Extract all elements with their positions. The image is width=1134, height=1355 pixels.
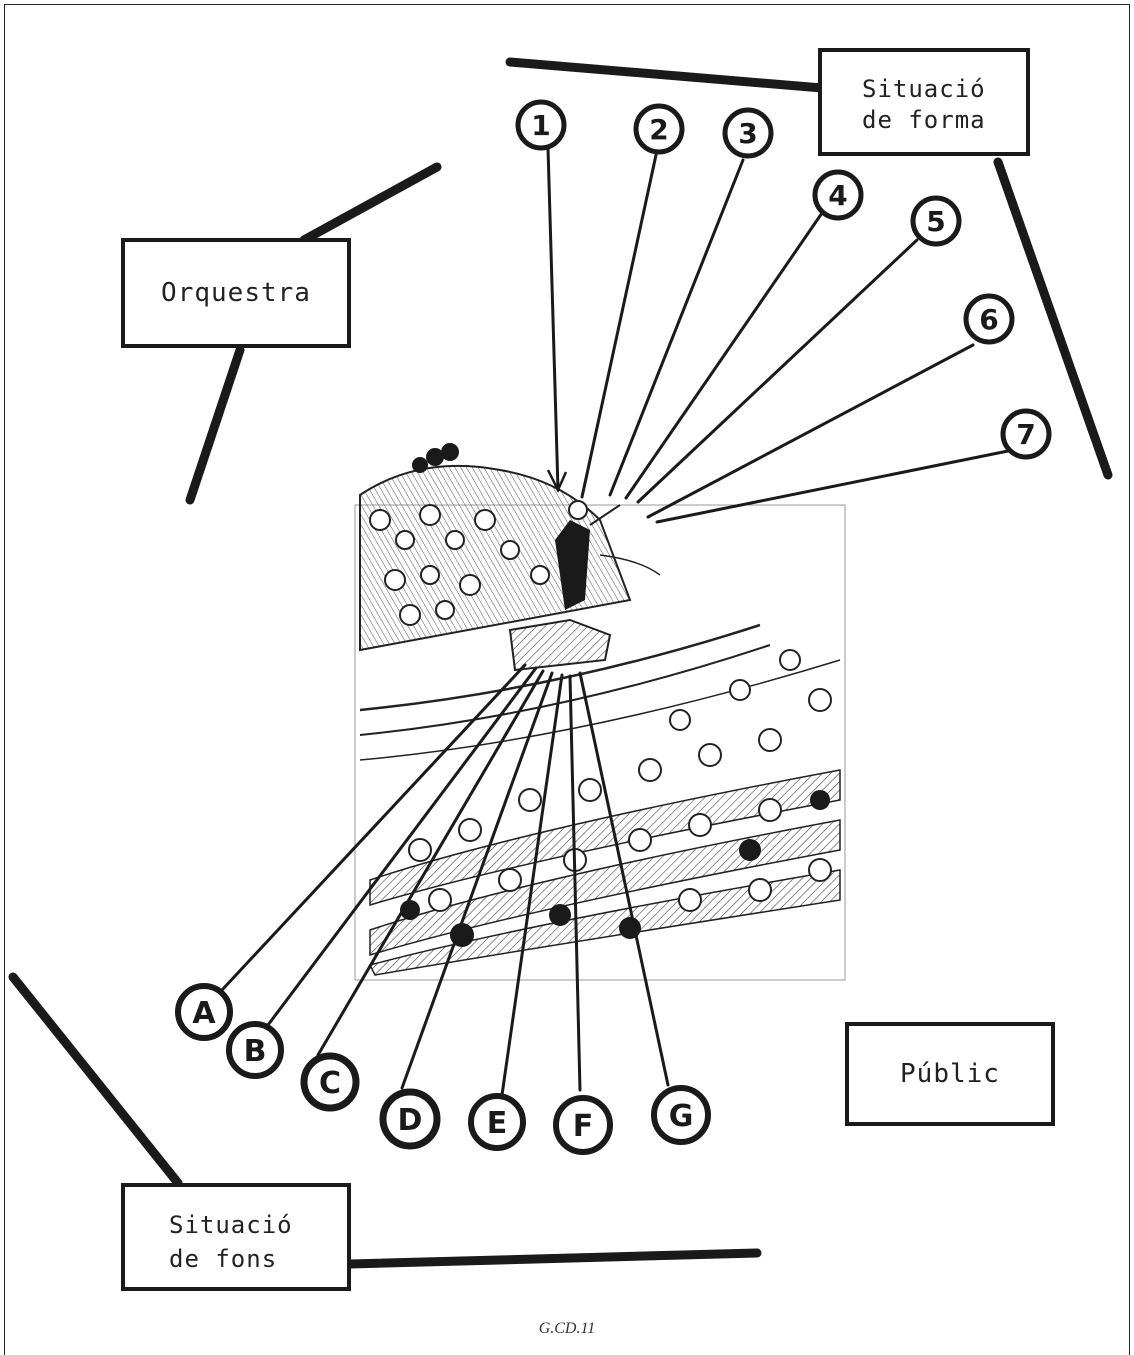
label-situacio-forma-line1: Situació [862,75,986,103]
marker-D: D [379,1088,441,1150]
marker-5: 5 [910,195,962,247]
svg-text:E: E [487,1106,508,1141]
marker-G: G [651,1085,711,1145]
marker-2: 2 [633,103,685,155]
marker-E: E [468,1093,526,1151]
svg-text:A: A [192,996,216,1031]
marker-C: C [300,1052,360,1112]
svg-text:5: 5 [926,205,945,238]
label-orquestra-text: Orquestra [161,278,311,308]
lettered-markers: A B C D E F G [175,983,711,1155]
label-situacio-fons-line2: de fons [169,1244,278,1273]
marker-3: 3 [722,107,774,159]
svg-text:7: 7 [1016,418,1035,451]
label-situacio-forma-line2: de forma [862,106,986,135]
label-public: Públic [845,1022,1055,1126]
orchestra-audience-illustration [354,443,846,981]
svg-text:B: B [244,1034,267,1069]
connector-strokes [8,57,1113,1269]
number-pointer-lines [546,146,1010,524]
marker-6: 6 [963,293,1015,345]
label-orquestra: Orquestra [121,238,351,348]
marker-B: B [226,1021,284,1079]
svg-text:F: F [573,1109,594,1144]
svg-text:4: 4 [828,179,847,212]
marker-F: F [553,1095,613,1155]
svg-text:3: 3 [738,117,757,150]
marker-1: 1 [515,99,567,151]
label-situacio-fons: Situació de fons [121,1183,351,1291]
page-footer-code: G.CD.11 [538,1320,596,1337]
numbered-markers: 1 2 3 4 5 6 7 [515,99,1052,460]
label-public-text: Públic [900,1059,1000,1089]
svg-text:2: 2 [649,113,668,146]
label-situacio-fons-line1: Situació [169,1211,293,1239]
marker-7: 7 [1000,408,1052,460]
label-situacio-forma: Situació de forma [818,48,1030,156]
page-frame [4,4,1130,1355]
marker-A: A [175,983,233,1041]
svg-text:G: G [669,1099,694,1134]
svg-text:D: D [398,1103,423,1138]
svg-text:6: 6 [979,303,998,336]
marker-4: 4 [812,169,864,221]
letter-pointer-lines [220,663,670,1097]
svg-text:C: C [319,1066,341,1101]
svg-text:1: 1 [531,109,550,142]
